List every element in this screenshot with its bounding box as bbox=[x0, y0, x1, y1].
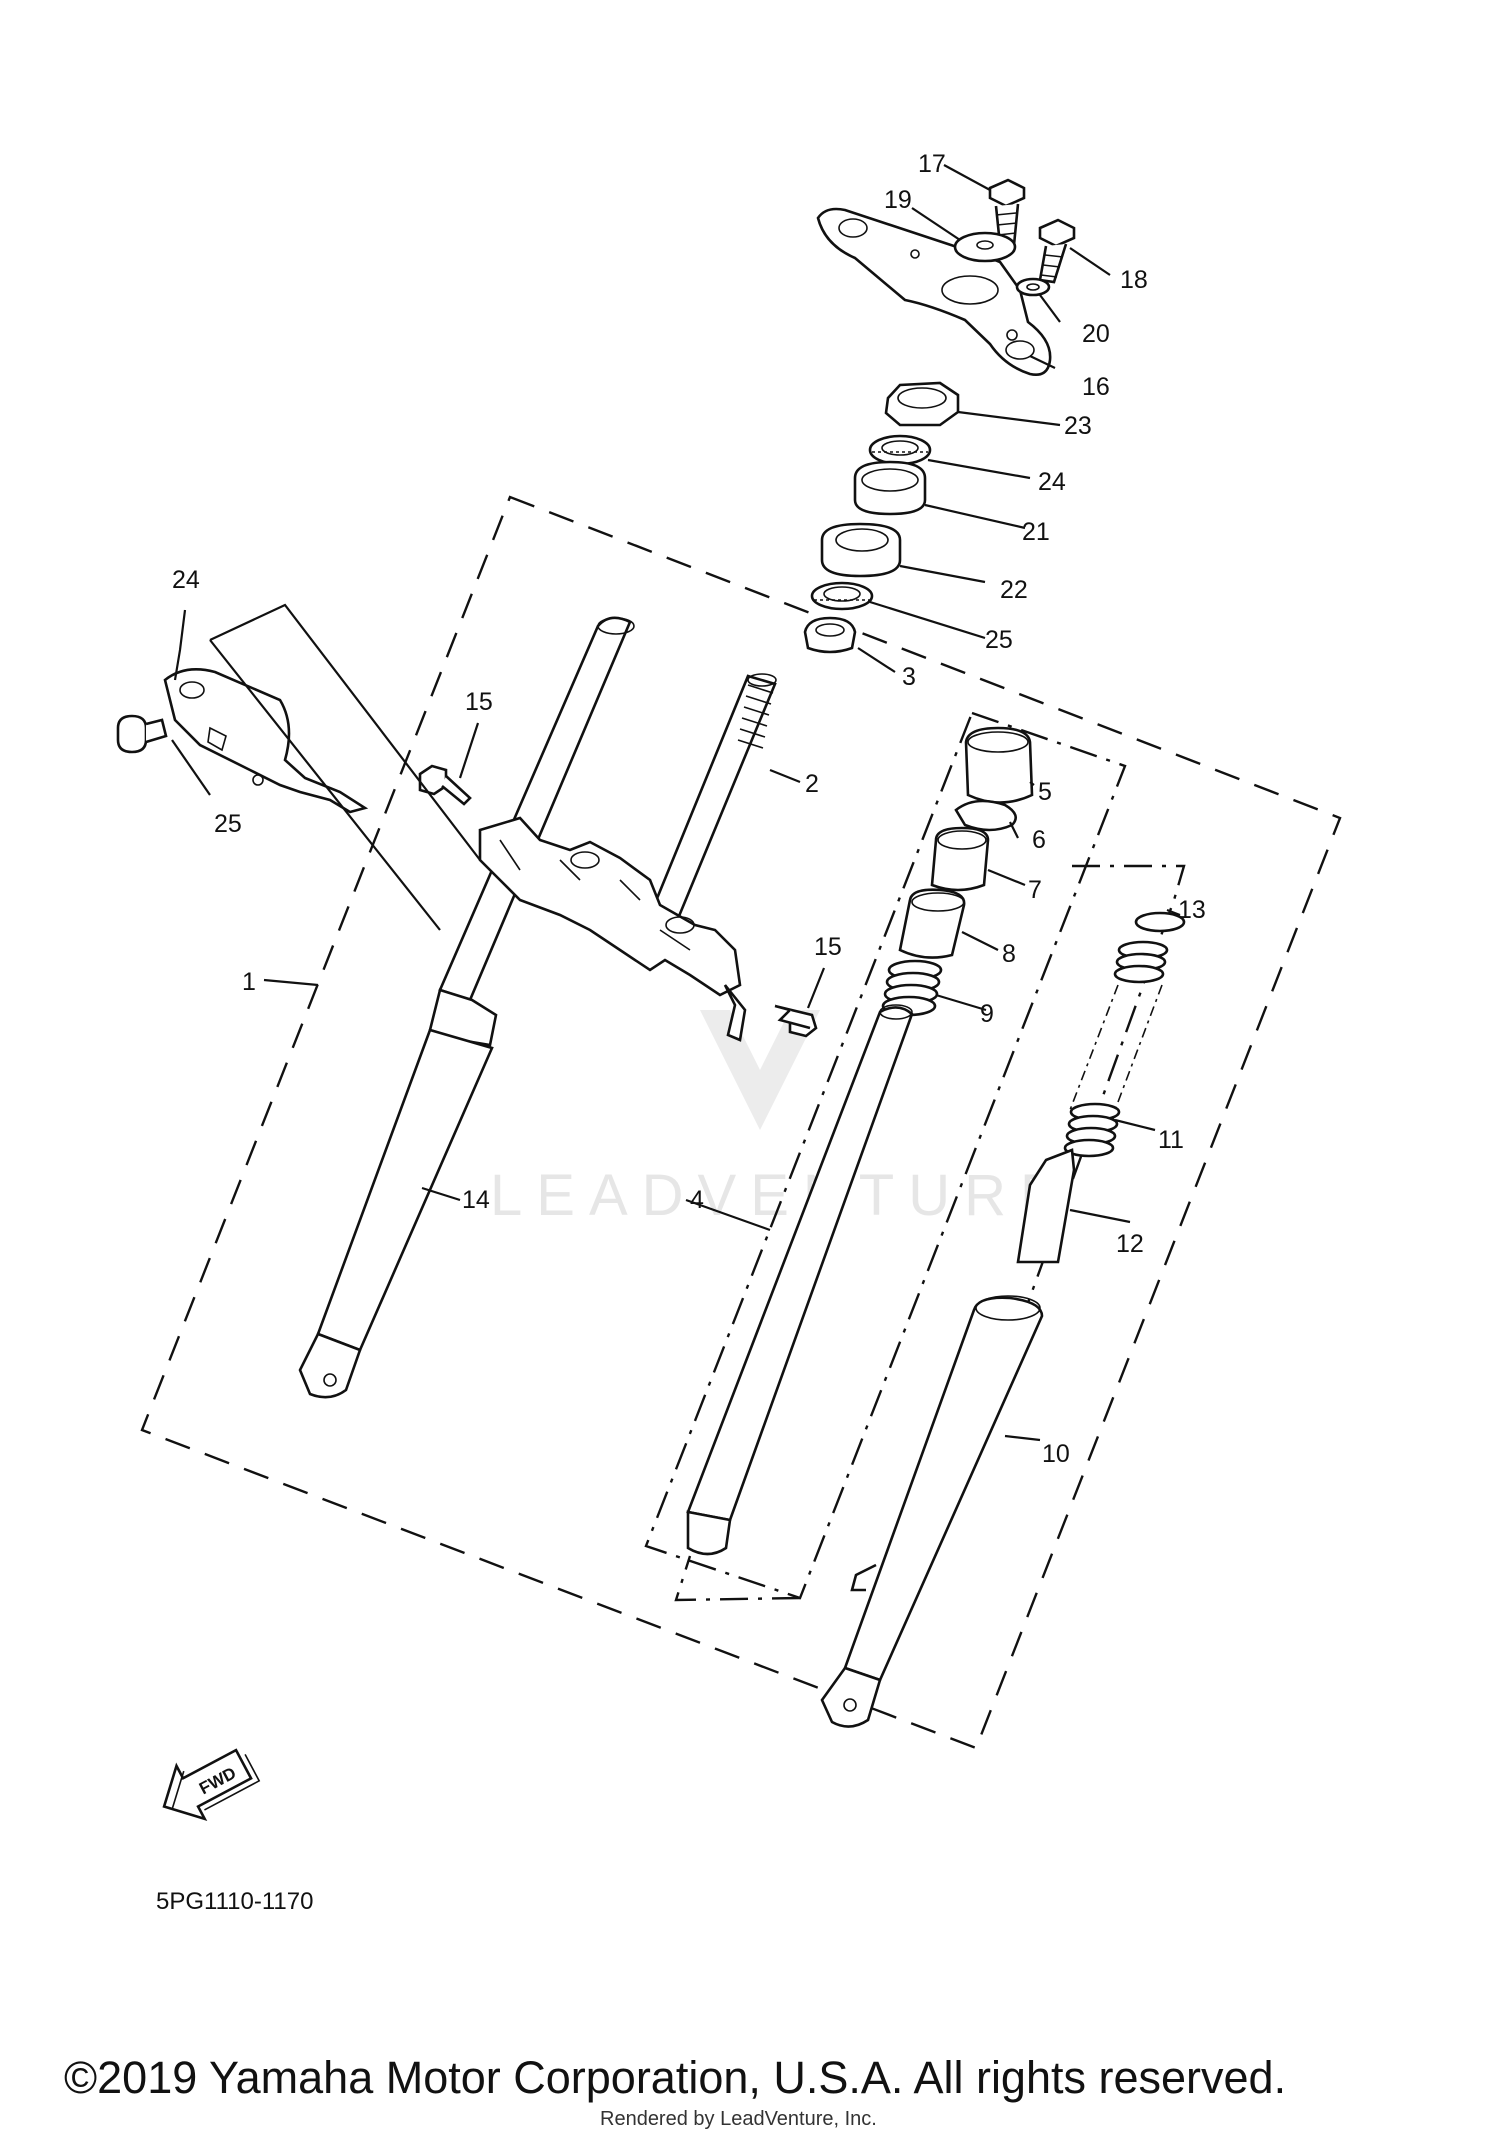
cap-5 bbox=[964, 726, 1034, 804]
fork-tube-14 bbox=[298, 616, 635, 1399]
callout-23b: 25 bbox=[985, 626, 1013, 654]
bolt-15a bbox=[418, 764, 472, 806]
cap-13 bbox=[1134, 911, 1186, 933]
callout-15a: 15 bbox=[465, 688, 493, 716]
dust-seal-3 bbox=[803, 616, 857, 654]
clip-6 bbox=[954, 799, 1017, 832]
spring-9 bbox=[881, 959, 943, 1017]
callout-15b: 15 bbox=[814, 933, 842, 961]
washer-18 bbox=[953, 231, 1017, 263]
piece-12 bbox=[1016, 1148, 1076, 1264]
callout-7: 7 bbox=[1028, 876, 1042, 904]
callout-18: 19 bbox=[884, 186, 912, 214]
callout-13: 13 bbox=[1178, 896, 1206, 924]
callout-labels: 17 19 18 20 16 23 24 21 22 25 3 2 5 6 7 … bbox=[172, 150, 1206, 1468]
bracket-24 bbox=[163, 668, 369, 814]
callout-24: 24 bbox=[172, 566, 200, 594]
diagram-code: 5PG1110-1170 bbox=[156, 1888, 314, 1915]
callout-1: 1 bbox=[242, 968, 256, 996]
callout-12: 12 bbox=[1116, 1230, 1144, 1258]
assembly-boundary-1 bbox=[140, 495, 1342, 1750]
callout-23a: 24 bbox=[1038, 468, 1066, 496]
callout-11: 11 bbox=[1158, 1126, 1184, 1154]
screw-25 bbox=[116, 714, 168, 754]
washer-19 bbox=[1015, 277, 1051, 297]
callout-21: 22 bbox=[1000, 576, 1028, 604]
lower-bracket bbox=[478, 816, 747, 1042]
race-21 bbox=[820, 522, 902, 578]
bearing-23-upper bbox=[868, 434, 932, 466]
bushing-7 bbox=[930, 826, 990, 892]
callout-14: 14 bbox=[462, 1186, 490, 1214]
outer-tube-10 bbox=[820, 1295, 1044, 1728]
watermark: LEADVENTURE bbox=[490, 1010, 1073, 1228]
callout-9: 9 bbox=[980, 1000, 994, 1028]
callout-16: 16 bbox=[1082, 373, 1110, 401]
callout-6: 6 bbox=[1032, 826, 1046, 854]
rendered-by-credit: Rendered by LeadVenture, Inc. bbox=[600, 2108, 877, 2130]
bolt-17a bbox=[988, 178, 1026, 247]
watermark-text: LEADVENTURE bbox=[490, 1163, 1073, 1228]
leader-lines bbox=[171, 164, 1181, 1442]
callout-3: 3 bbox=[902, 663, 916, 691]
callout-8: 8 bbox=[1002, 940, 1016, 968]
callout-2: 2 bbox=[805, 770, 819, 798]
callout-5: 5 bbox=[1038, 778, 1052, 806]
callout-19: 20 bbox=[1082, 320, 1110, 348]
callout-25: 25 bbox=[214, 810, 242, 838]
callout-10: 10 bbox=[1042, 1440, 1070, 1468]
callout-22: 23 bbox=[1064, 412, 1092, 440]
callout-17a: 17 bbox=[918, 150, 946, 178]
race-20 bbox=[853, 460, 927, 516]
inner-tube-4 bbox=[686, 1004, 914, 1556]
bolt-15b bbox=[774, 1004, 818, 1038]
bolt-17b bbox=[1038, 218, 1076, 284]
bearing-23-lower bbox=[810, 581, 874, 611]
inner-fork-leader-4 bbox=[674, 1555, 801, 1602]
spring-11 bbox=[1063, 940, 1169, 1158]
bushing-8 bbox=[898, 888, 966, 959]
callout-4: 4 bbox=[690, 1186, 704, 1214]
ring-nut-22 bbox=[884, 381, 960, 427]
callout-17b: 18 bbox=[1120, 266, 1148, 294]
callout-20: 21 bbox=[1022, 518, 1050, 546]
copyright-notice: ©2019 Yamaha Motor Corporation, U.S.A. A… bbox=[64, 2052, 1287, 2103]
fwd-arrow: FWD bbox=[162, 1748, 261, 1822]
